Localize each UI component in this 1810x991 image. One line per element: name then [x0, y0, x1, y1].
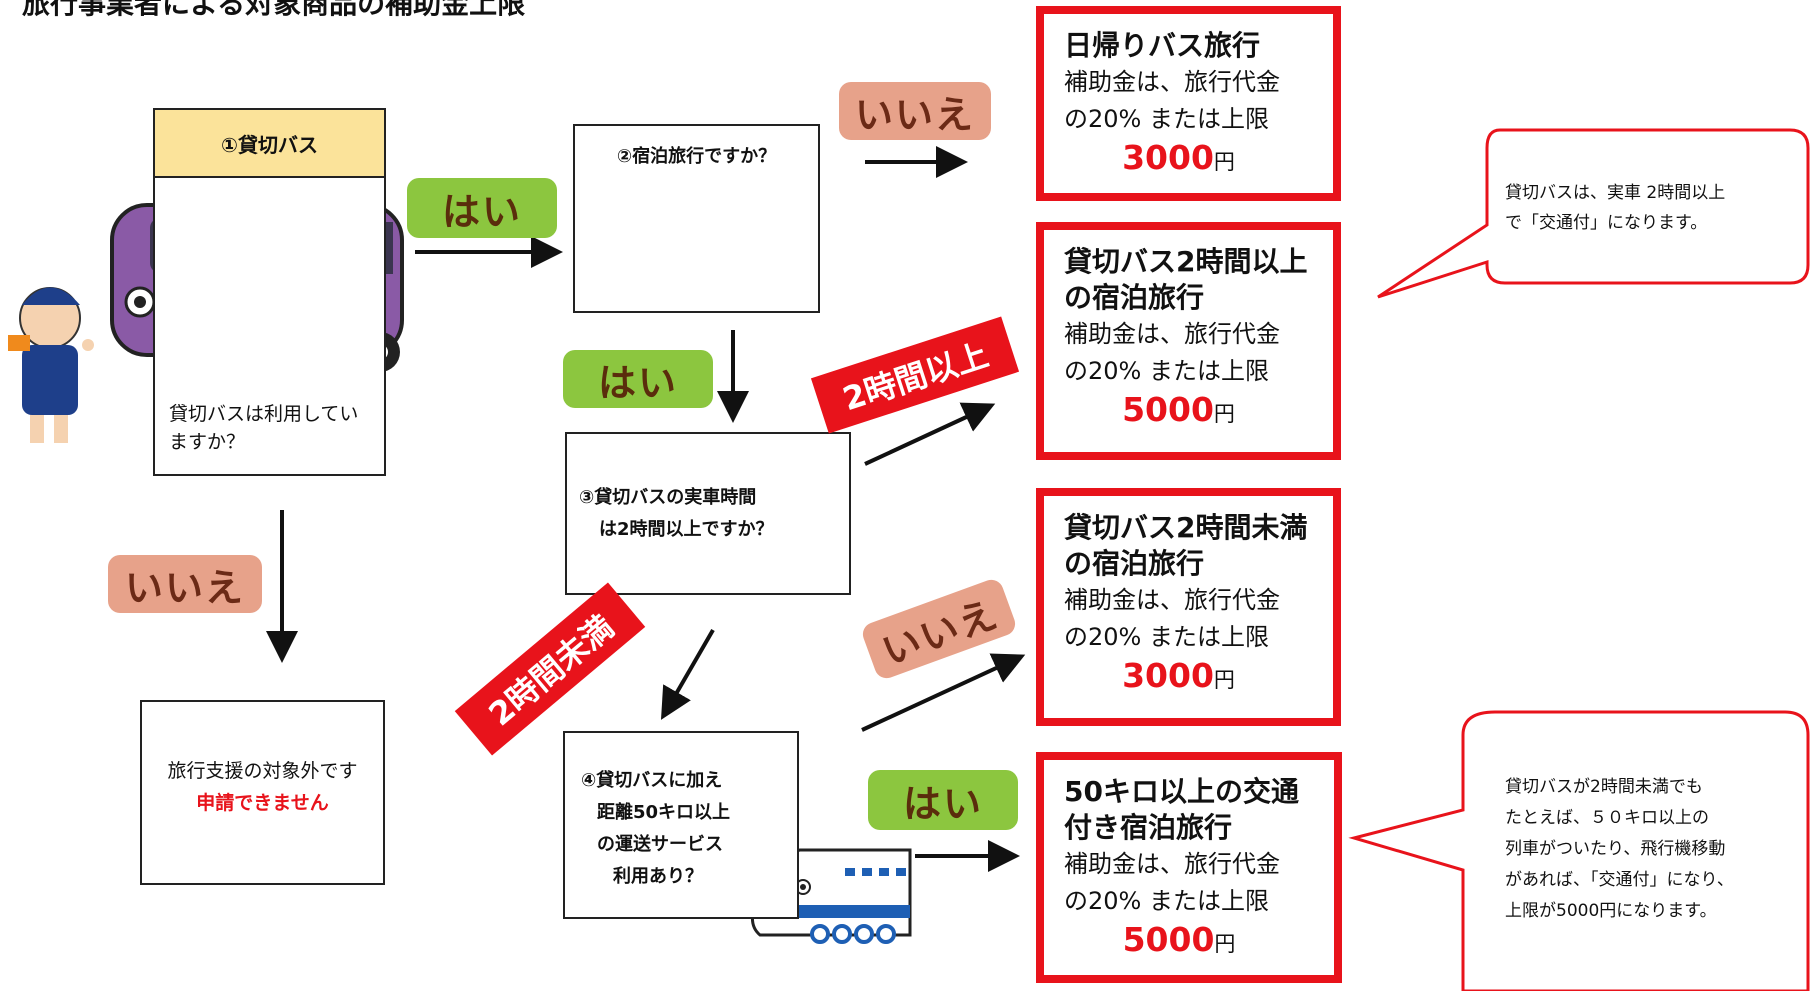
question-header-bus: ①貸切バス	[155, 110, 384, 178]
result-amount-unit: 円	[1214, 932, 1236, 956]
result-amount-unit: 円	[1213, 668, 1235, 692]
hotel-sign: HOTEL	[666, 192, 718, 208]
note-bottom-line3: 列車がついたり、飛行機移動	[1505, 839, 1726, 859]
question-text-transport-line4: 利用あり？	[613, 866, 703, 887]
note-top: 貸切バスは、実車 2時間以上 で「交通付」になります。	[1505, 178, 1800, 238]
result-title-line2: 付き宿泊旅行	[1064, 811, 1233, 844]
result-desc-line2: の20% または上限	[1064, 887, 1269, 915]
note-top-line1: 貸切バスは、実車 2時間以上	[1505, 183, 1726, 203]
no-label-q2: いいえ	[839, 82, 991, 140]
question-text-bus-hours-line1: ③貸切バスの実車時間	[579, 487, 757, 508]
outcome-box-not-eligible: 旅行支援の対象外です 申請できません	[140, 700, 385, 885]
result-title-line1: 50キロ以上の交通	[1064, 775, 1299, 808]
result-desc-line1: 補助金は、旅行代金	[1064, 586, 1280, 614]
result-title-line1: 貸切バス2時間未満	[1064, 511, 1308, 544]
question-text-transport-line2: 距離50キロ以上	[597, 802, 731, 823]
result-desc-line2: の20% または上限	[1064, 105, 1269, 133]
result-amount-value: 3000	[1122, 656, 1214, 695]
result-amount-unit: 円	[1213, 150, 1235, 174]
speech-bubble-bottom	[1348, 710, 1810, 991]
arrow-q3-to-q4	[660, 628, 715, 720]
note-bottom-line4: があれば、「交通付」になり、	[1505, 870, 1734, 890]
result-amount: 5000円	[1064, 390, 1333, 429]
result-title-line2: の宿泊旅行	[1064, 281, 1205, 314]
result-box-bus-under-2h: 貸切バス2時間未満 の宿泊旅行 補助金は、旅行代金 の20% または上限 300…	[1036, 488, 1341, 726]
speech-bubble-top	[1377, 128, 1810, 299]
yes-label-q2: はい	[563, 350, 713, 408]
result-desc-line2: の20% または上限	[1064, 357, 1269, 385]
outcome-warning: 申請できません	[196, 792, 329, 814]
bus-guide-illustration	[8, 287, 94, 443]
result-amount: 3000円	[1064, 656, 1333, 695]
question-text-bus: 貸切バスは利用していますか？	[169, 403, 359, 453]
result-amount-value: 5000	[1122, 920, 1215, 959]
yes-label-q1: はい	[407, 178, 557, 238]
yes-label-q4: はい	[868, 770, 1018, 830]
result-desc-line1: 補助金は、旅行代金	[1064, 320, 1280, 348]
result-box-bus-over-2h: 貸切バス2時間以上 の宿泊旅行 補助金は、旅行代金 の20% または上限 500…	[1036, 222, 1341, 460]
question-text-bus-hours-line2: は2時間以上ですか？	[599, 519, 774, 540]
result-title: 日帰りバス旅行	[1064, 29, 1261, 62]
result-amount: 3000円	[1064, 138, 1333, 177]
result-desc-line1: 補助金は、旅行代金	[1064, 68, 1280, 96]
note-bottom-line2: たとえば、５０キロ以上の	[1505, 808, 1709, 828]
result-amount-unit: 円	[1213, 402, 1235, 426]
note-bottom: 貸切バスが2時間未満でも たとえば、５０キロ以上の 列車がついたり、飛行機移動 …	[1505, 772, 1800, 927]
result-title-line1: 貸切バス2時間以上	[1064, 245, 1308, 278]
question-box-bus-hours: ③貸切バスの実車時間 は2時間以上ですか？	[565, 432, 851, 595]
note-bottom-line5: 上限が5000円になります。	[1505, 901, 1717, 921]
note-bottom-line1: 貸切バスが2時間未満でも	[1505, 777, 1703, 797]
question-text-transport-line1: ④貸切バスに加え	[581, 770, 723, 791]
result-amount: 5000円	[1064, 920, 1334, 959]
result-box-day-bus-trip: 日帰りバス旅行 補助金は、旅行代金 の20% または上限 3000円	[1036, 6, 1341, 201]
no-label-q1: いいえ	[108, 555, 262, 613]
result-amount-value: 5000	[1122, 390, 1214, 429]
result-desc-line1: 補助金は、旅行代金	[1064, 850, 1280, 878]
result-amount-value: 3000	[1122, 138, 1214, 177]
question-text-transport-line3: の運送サービス	[597, 834, 723, 855]
question-box-bus: ①貸切バス 貸切バスは利用していますか？	[153, 108, 386, 476]
outcome-text: 旅行支援の対象外です	[167, 760, 358, 782]
page-title: 旅行事業者による対象商品の補助金上限	[22, 0, 526, 20]
question-box-transport: ④貸切バスに加え 距離50キロ以上 の運送サービス 利用あり？	[563, 731, 799, 919]
question-box-overnight: ②宿泊旅行ですか？	[573, 124, 820, 313]
question-text-transport: ④貸切バスに加え 距離50キロ以上 の運送サービス 利用あり？	[581, 765, 730, 893]
arrow-q4-to-r3	[861, 653, 1026, 732]
arrow-q3-to-r2	[864, 402, 996, 466]
question-text-bus-hours: ③貸切バスの実車時間 は2時間以上ですか？	[579, 482, 774, 546]
result-title-line2: の宿泊旅行	[1064, 547, 1205, 580]
result-desc-line2: の20% または上限	[1064, 623, 1269, 651]
result-box-50km-transport: 50キロ以上の交通 付き宿泊旅行 補助金は、旅行代金 の20% または上限 50…	[1036, 752, 1342, 983]
note-top-line2: で「交通付」になります。	[1505, 213, 1708, 233]
question-text-overnight: ②宿泊旅行ですか？	[616, 146, 777, 167]
